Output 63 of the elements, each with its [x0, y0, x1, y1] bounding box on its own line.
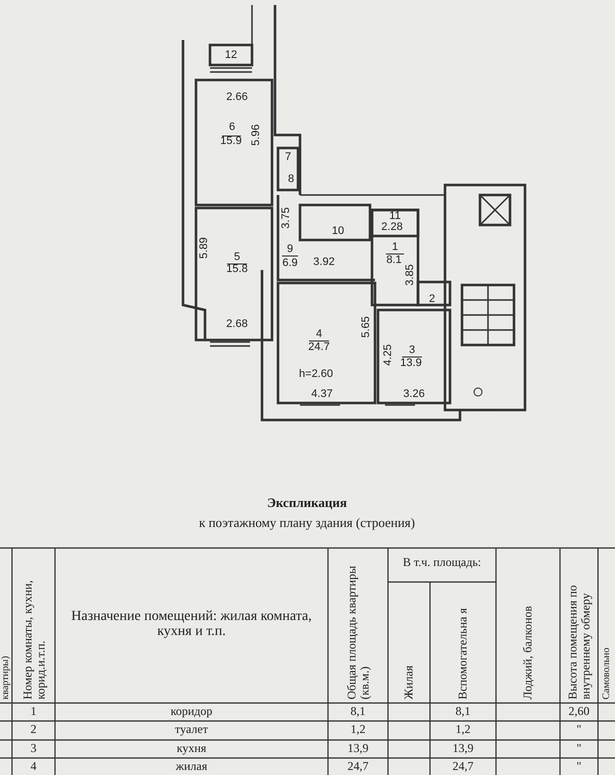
- dimension-label: 1: [392, 242, 398, 254]
- table-cell-text: 13,9: [346, 742, 370, 757]
- dimension-label: 5.89: [199, 237, 211, 259]
- dimension-label: 2: [428, 294, 436, 306]
- dimension-label: 3.92: [313, 257, 335, 269]
- table-cell-text: коридор: [170, 705, 214, 720]
- dimension-label: 2.66: [226, 92, 248, 104]
- dimension-label: 5: [234, 252, 240, 264]
- table-cell-text: ": [576, 742, 582, 757]
- table-cell-text: 1,2: [350, 723, 366, 738]
- table-cell-text: жилая: [174, 760, 208, 775]
- table-header-cell-text: Жилая: [402, 664, 416, 699]
- dimension-label: 13.9: [400, 358, 422, 370]
- dimension-label: 5.65: [361, 316, 373, 338]
- table-header-cell-text: Номер комнаты, кухни, корид.и.т.п.: [20, 578, 46, 699]
- dimension-label: 6: [228, 122, 236, 134]
- dimension-label: 2.28: [381, 222, 403, 234]
- table-cell-text: 3: [30, 742, 38, 757]
- dimension-label: 3: [408, 345, 416, 357]
- table-cell-text: 8,1: [454, 705, 472, 720]
- table-header-cell-text: Самовольно: [601, 646, 612, 699]
- table-header-cell-text: В т.ч. площадь:: [402, 556, 482, 569]
- table-cell-text: 8,1: [350, 705, 366, 720]
- table-cell-text: 1: [30, 705, 38, 720]
- table-cell-text: 2: [30, 723, 38, 738]
- table-header-cell-text: Лоджий, балконов: [522, 604, 534, 699]
- table-cell-text: 1,2: [454, 723, 472, 738]
- table-header-cell-text: квартиры): [0, 654, 12, 699]
- dimension-label: 6.9: [282, 258, 298, 270]
- dimension-label: 3.26: [403, 389, 425, 401]
- table-cell-text: 13,9: [452, 742, 474, 757]
- dimension-label: 11: [389, 211, 401, 222]
- dimension-label: 4.37: [311, 389, 333, 401]
- table-cell-text: 4: [30, 760, 38, 775]
- table-header-cell-text: Вспомогательна я: [456, 606, 470, 699]
- table-cell-text: ": [576, 723, 582, 738]
- table-header-cell-text: Общая площадь квартиры (кв.м.): [345, 564, 371, 699]
- dimension-label: 7: [284, 152, 292, 164]
- dimension-label: 24.7: [308, 342, 330, 354]
- table-header-cell-text: Высота помещения по внутреннему обмеру: [566, 584, 592, 699]
- dimension-label: 12: [224, 50, 238, 62]
- table-cell-text: ": [576, 760, 582, 775]
- table-cell-text: туалет: [174, 723, 209, 738]
- dimension-label: 4: [316, 329, 322, 341]
- dimension-label: 10: [332, 226, 344, 238]
- dimension-label: 3.85: [405, 264, 417, 286]
- table-subtitle: к поэтажному плану здания (строения): [199, 516, 415, 530]
- dimension-label: 2.68: [226, 319, 248, 331]
- dimension-label: 8: [288, 174, 294, 186]
- dimension-label: 5.96: [251, 124, 263, 146]
- table-cell-text: 24,7: [452, 760, 474, 775]
- table-header-cell-text: Назначение помещений: жилая комната, кухня и т.п.: [70, 610, 313, 640]
- dimension-label: 4.25: [383, 344, 395, 366]
- table-cell-text: кухня: [176, 742, 208, 757]
- dimension-label: 9: [286, 244, 294, 256]
- dimension-label: 3.75: [281, 207, 293, 229]
- dimension-label: 15.8: [226, 264, 248, 276]
- dimension-label: h=2.60: [299, 369, 333, 381]
- dimension-label: 15.9: [220, 136, 242, 148]
- dimension-label: 8.1: [386, 255, 402, 267]
- table-title: Экспликация: [267, 496, 347, 510]
- table-cell-text: 2,60: [568, 705, 590, 720]
- table-cell-text: 24,7: [346, 760, 370, 775]
